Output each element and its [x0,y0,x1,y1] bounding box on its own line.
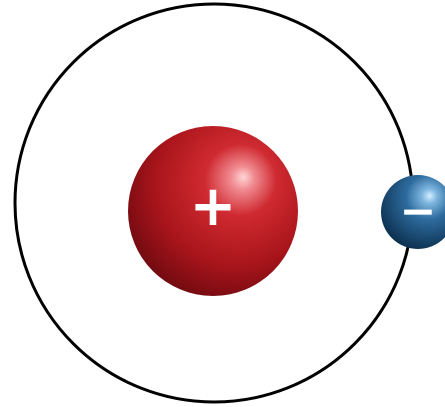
nucleus-plus-sign: + [190,174,237,239]
electron-minus-sign: − [400,186,437,237]
nucleus: + [128,126,298,296]
